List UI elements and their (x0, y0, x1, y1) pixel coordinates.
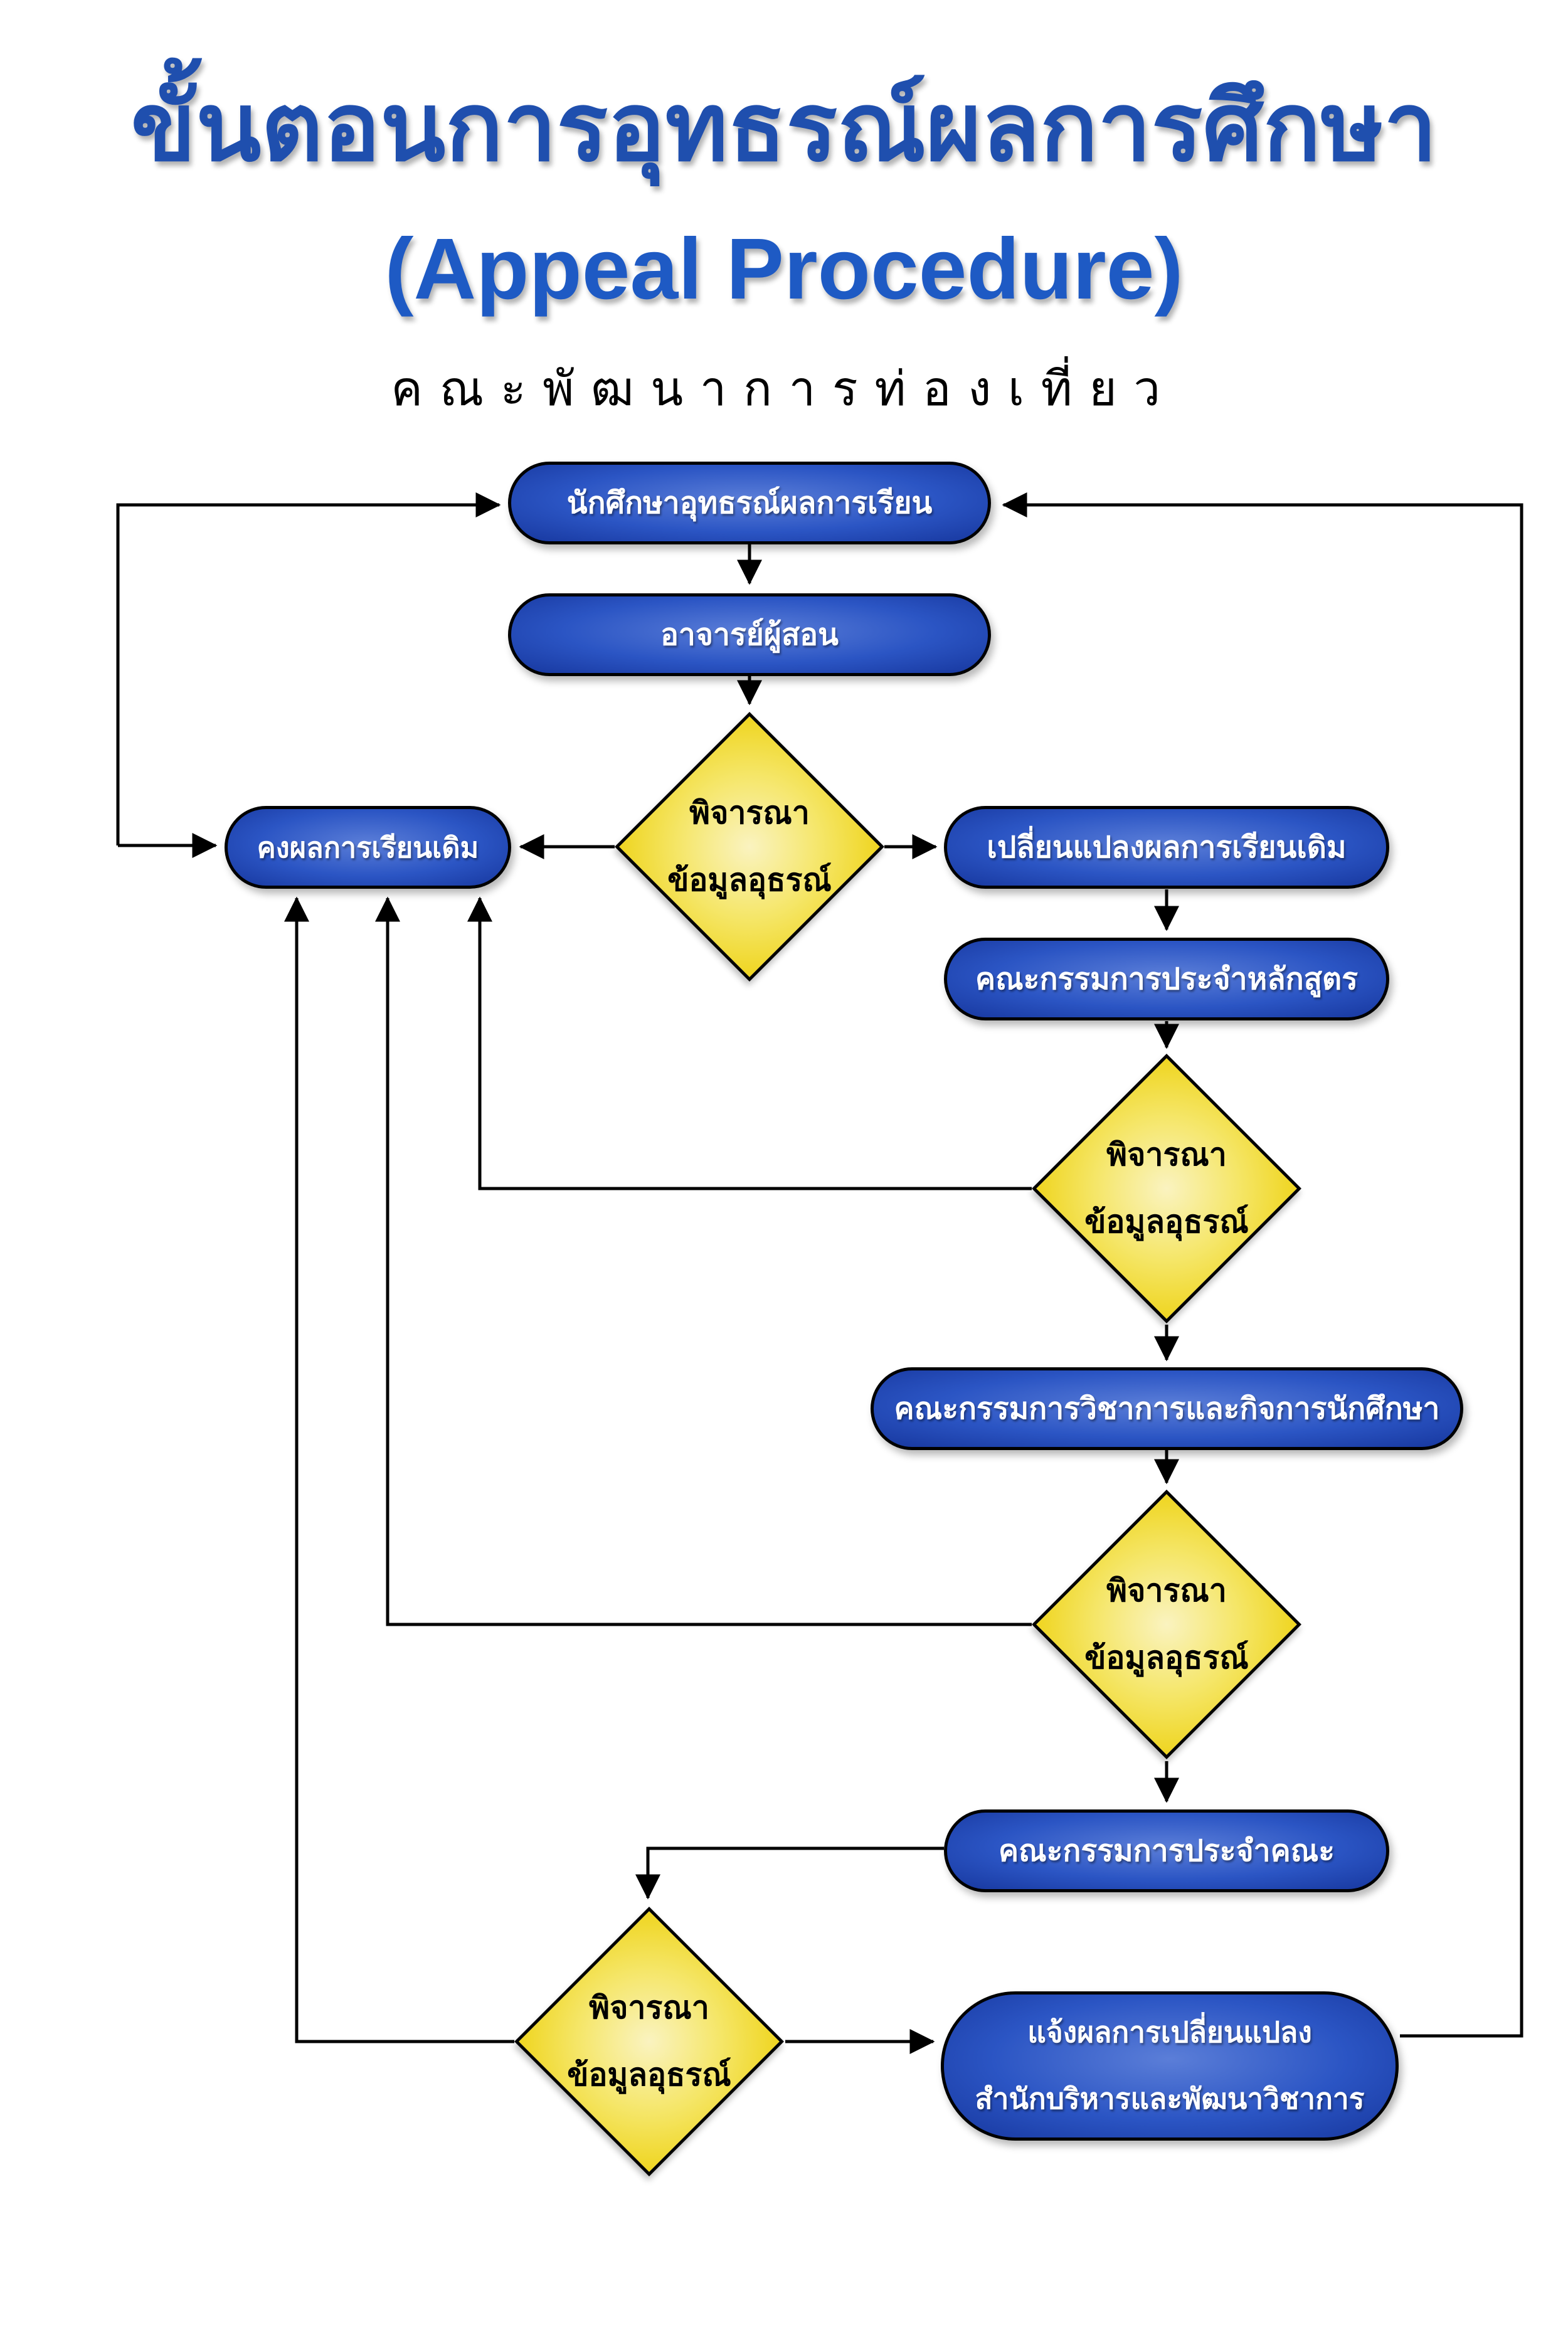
node-student-appeal: นักศึกษาอุทธรณ์ผลการเรียน (508, 462, 991, 544)
decision1-label: พิจารณา ข้อมูลอุธรณ์ (612, 712, 887, 982)
arrow-left-loop-to-student (116, 492, 501, 845)
page-title: ขั้นตอนการอุทธรณ์ผลการศึกษา (130, 74, 1438, 181)
page-subtitle-english: (Appeal Procedure) (384, 221, 1184, 317)
arrow-decision2-return-keep (467, 896, 1032, 1190)
node-notify-result-line1: แจ้งผลการเปลี่ยนแปลง (1027, 2016, 1312, 2049)
decision1-line2: ข้อมูลอุธรณ์ (667, 862, 832, 898)
arrow-decision4-return-keep (284, 896, 514, 2043)
decision3-label: พิจารณา ข้อมูลอุธรณ์ (1029, 1490, 1305, 1759)
decision3-line2: ข้อมูลอุธรณ์ (1084, 1640, 1249, 1675)
decision3-line1: พิจารณา (1106, 1572, 1227, 1608)
node-academic-committee: คณะกรรมการวิชาการและกิจการนักศึกษา (871, 1367, 1463, 1450)
node-keep-grade-label: คงผลการเรียนเดิม (257, 832, 479, 864)
decision4-line1: พิจารณา (589, 1989, 709, 2025)
decision1-line1: พิจารณา (689, 795, 810, 830)
arrow-notify-return-student (1002, 492, 1523, 2038)
decision2-label: พิจารณา ข้อมูลอุธรณ์ (1029, 1054, 1305, 1323)
node-instructor-label: อาจารย์ผู้สอน (660, 618, 839, 652)
node-notify-result-line2: สำนักบริหารและพัฒนาวิชาการ (975, 2082, 1365, 2115)
arrow-faculty-to-decision4 (635, 1846, 944, 1900)
node-faculty-committee-label: คณะกรรมการประจำคณะ (998, 1835, 1335, 1868)
node-keep-grade: คงผลการเรียนเดิม (225, 806, 511, 889)
node-notify-result: แจ้งผลการเปลี่ยนแปลง สำนักบริหารและพัฒนา… (941, 1991, 1399, 2141)
node-program-committee: คณะกรรมการประจำหลักสูตร (944, 938, 1389, 1020)
arrow-decision3-return-keep (375, 896, 1032, 1626)
node-change-grade-label: เปลี่ยนแปลงผลการเรียนเดิม (987, 831, 1347, 864)
node-change-grade: เปลี่ยนแปลงผลการเรียนเดิม (944, 806, 1389, 889)
node-academic-committee-label: คณะกรรมการวิชาการและกิจการนักศึกษา (894, 1392, 1440, 1426)
node-student-appeal-label: นักศึกษาอุทธรณ์ผลการเรียน (566, 487, 933, 520)
decision4-line2: ข้อมูลอุธรณ์ (567, 2057, 731, 2092)
faculty-name: คณะพัฒนาการท่องเที่ยว (391, 363, 1177, 416)
node-instructor: อาจารย์ผู้สอน (508, 593, 991, 676)
decision2-line1: พิจารณา (1106, 1136, 1227, 1172)
decision2-line2: ข้อมูลอุธรณ์ (1084, 1204, 1249, 1239)
node-program-committee-label: คณะกรรมการประจำหลักสูตร (975, 963, 1358, 996)
decision4-label: พิจารณา ข้อมูลอุธรณ์ (511, 1907, 787, 2176)
node-faculty-committee: คณะกรรมการประจำคณะ (944, 1809, 1389, 1892)
